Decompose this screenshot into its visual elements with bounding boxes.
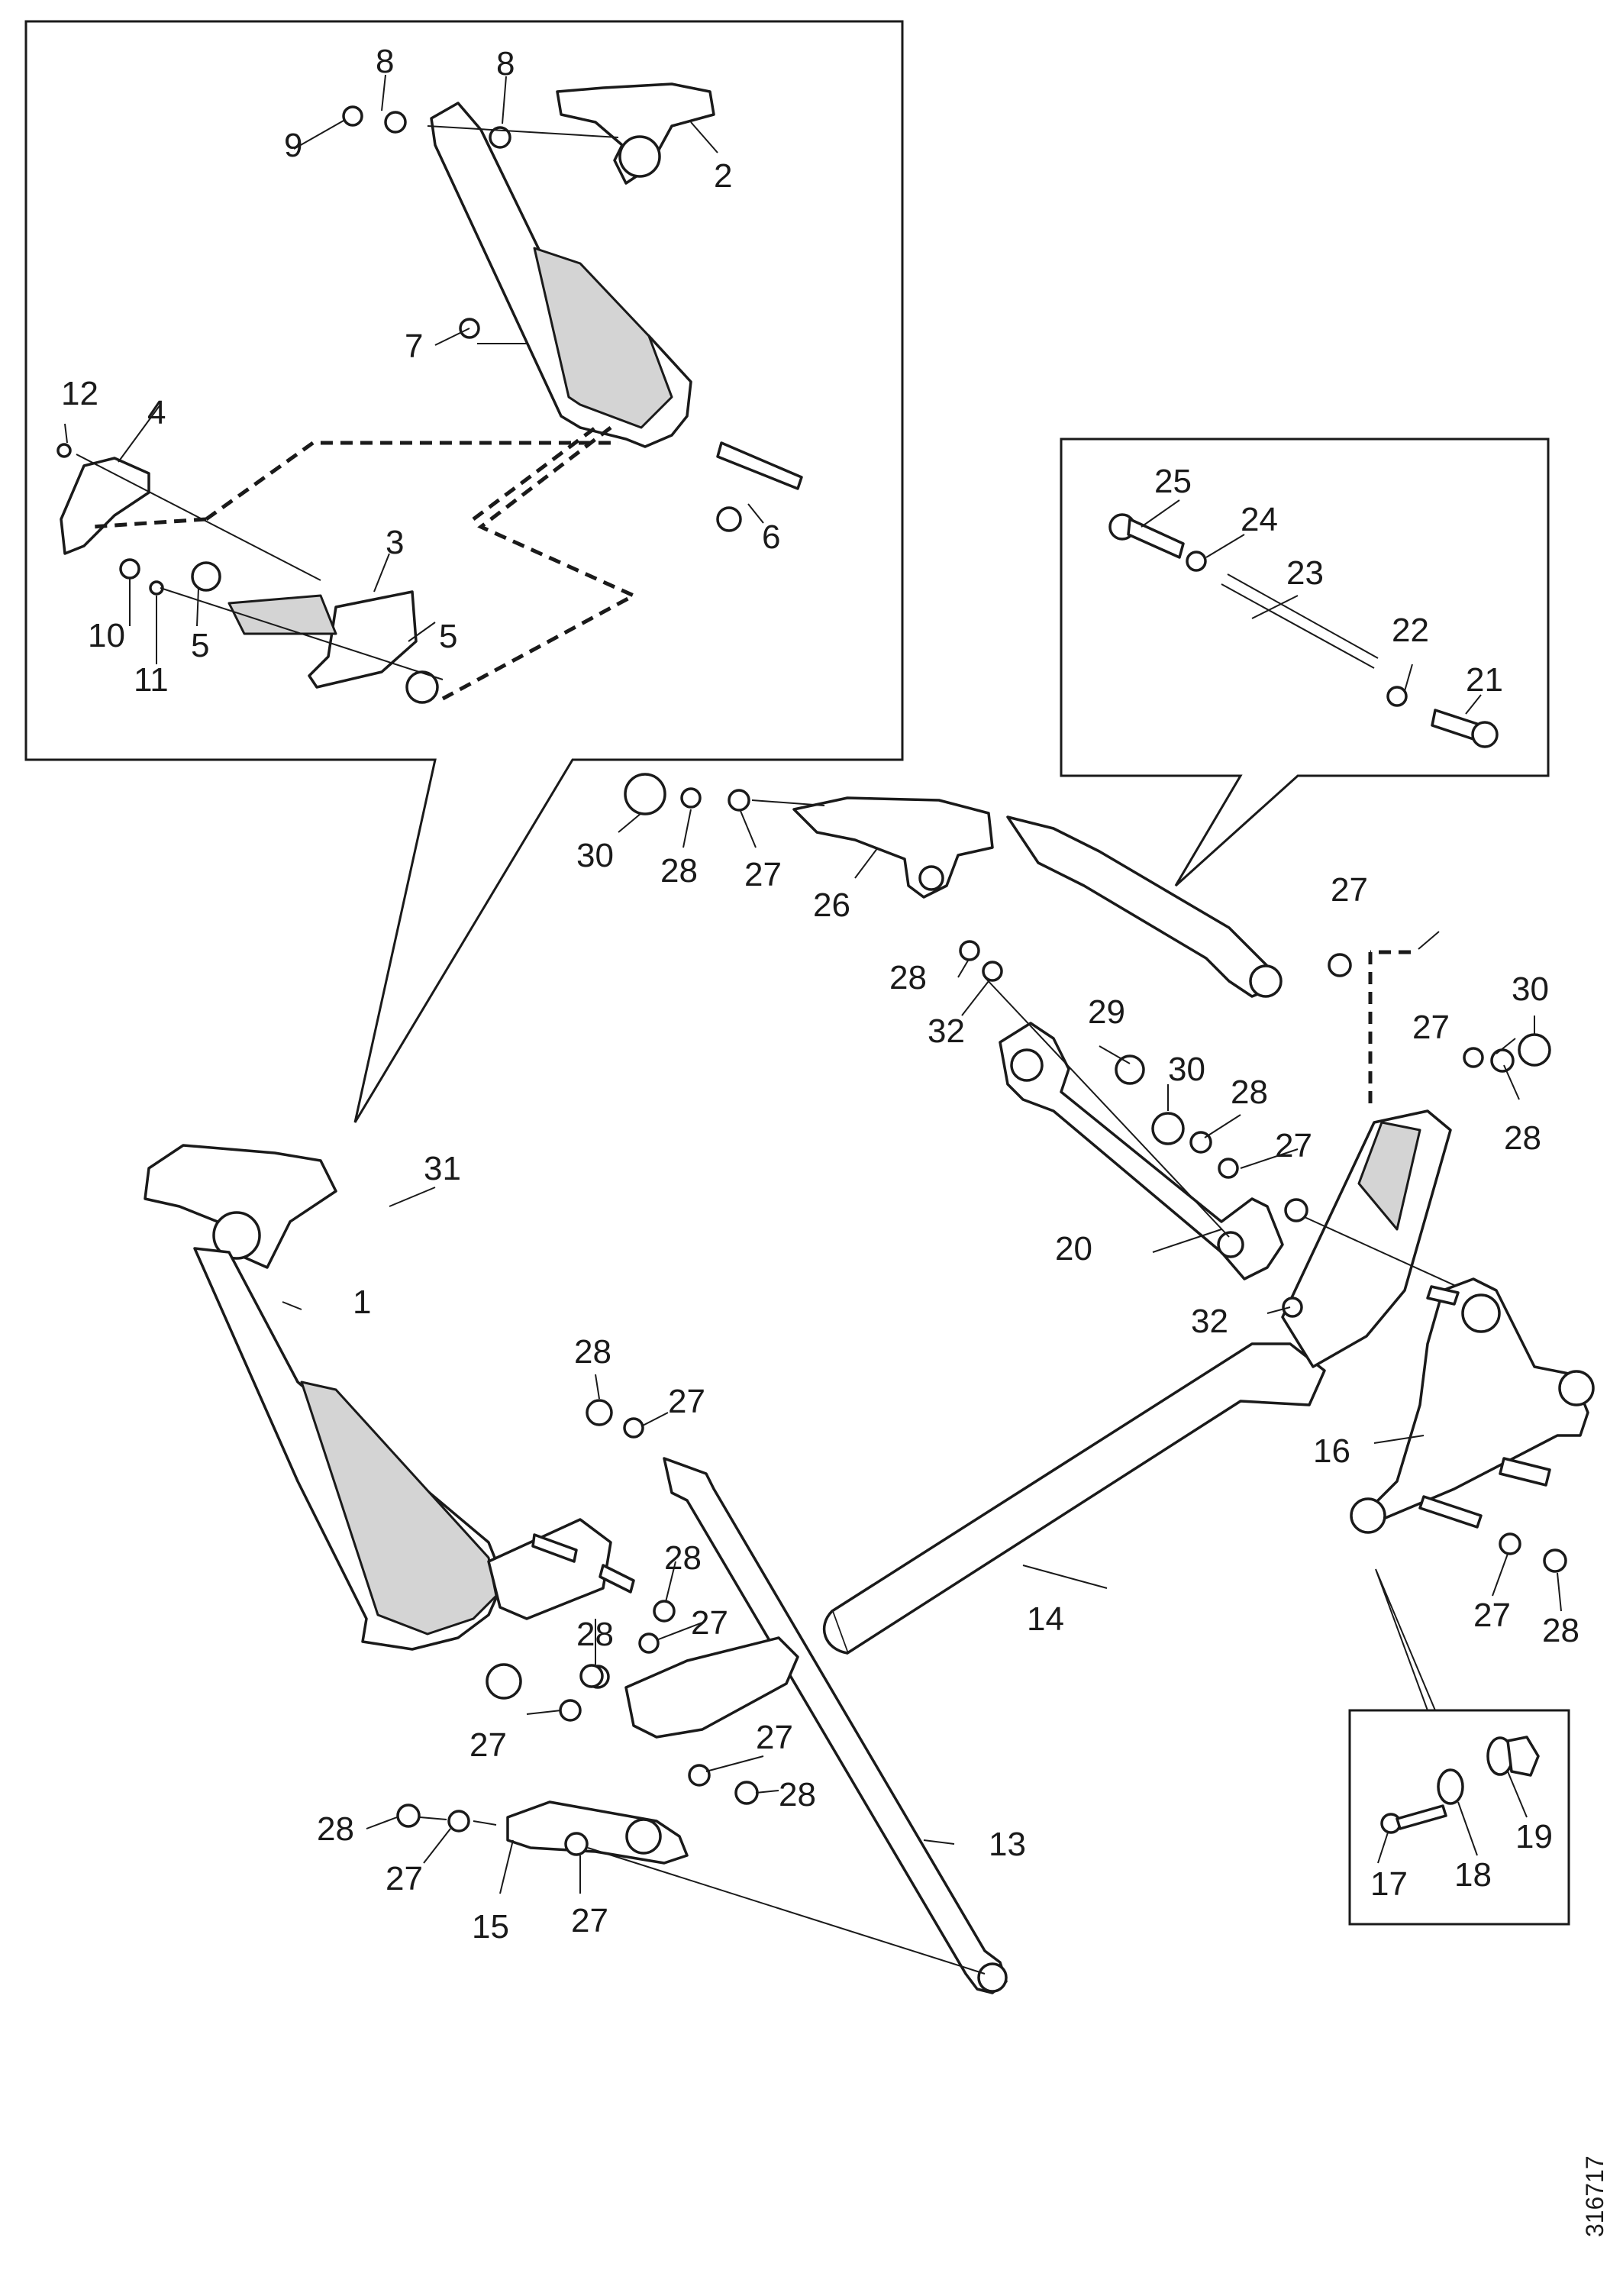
callout-4: 4 xyxy=(147,394,166,431)
callout-30-arm: 30 xyxy=(1168,1051,1205,1088)
callout-27-right-bottom: 27 xyxy=(1473,1597,1511,1634)
callout-20: 20 xyxy=(1055,1230,1092,1267)
callout-28-pedal: 28 xyxy=(576,1616,614,1653)
callout-11: 11 xyxy=(134,661,169,699)
callout-26: 26 xyxy=(813,886,850,924)
callout-32-top: 32 xyxy=(928,1012,965,1050)
callout-27-pedal: 27 xyxy=(469,1726,507,1764)
callout-25: 25 xyxy=(1154,463,1192,500)
callout-8-right: 8 xyxy=(496,45,515,82)
link-rod-13 xyxy=(586,1399,1008,1994)
bracket-16 xyxy=(1350,1277,1595,1573)
callout-8-left: 8 xyxy=(376,43,394,80)
link-detail-parts xyxy=(1108,513,1499,748)
detail-callout-pedal-assembly xyxy=(24,20,904,1123)
callout-30-top: 30 xyxy=(576,837,614,874)
callout-28-arm: 28 xyxy=(889,959,927,996)
cross-shaft-14 xyxy=(823,950,1551,1655)
callout-12: 12 xyxy=(61,375,98,412)
callout-1: 1 xyxy=(353,1284,371,1321)
callout-13: 13 xyxy=(989,1826,1026,1863)
callout-5-right: 5 xyxy=(439,618,457,655)
callout-21: 21 xyxy=(1466,661,1503,699)
detail-callout-adjustable-link xyxy=(1060,438,1550,887)
callout-10: 10 xyxy=(88,617,125,654)
pedal-detail-parts xyxy=(56,82,803,704)
callout-22: 22 xyxy=(1392,612,1429,649)
callout-28-right-bottom: 28 xyxy=(1542,1612,1579,1649)
bracket-15 xyxy=(396,1600,986,1975)
callout-7: 7 xyxy=(405,328,423,365)
callout-28-left: 28 xyxy=(317,1810,354,1848)
callout-28-bracket: 28 xyxy=(779,1776,816,1813)
callout-15: 15 xyxy=(472,1908,509,1946)
callout-28-right: 28 xyxy=(1231,1074,1268,1111)
callout-labels: 1 2 3 4 5 5 6 7 8 8 9 10 11 12 13 14 15 … xyxy=(61,43,1579,1946)
arm-20 xyxy=(959,940,1467,1318)
callout-18: 18 xyxy=(1454,1856,1492,1894)
callout-19: 19 xyxy=(1515,1818,1553,1855)
main-pedal-assembly xyxy=(144,1144,635,1700)
callout-9: 9 xyxy=(284,127,302,164)
callout-29: 29 xyxy=(1088,993,1125,1031)
callout-27-mid: 27 xyxy=(668,1383,705,1420)
callout-27-right-top: 27 xyxy=(1412,1009,1450,1046)
callout-2: 2 xyxy=(714,157,732,195)
callout-27-bracket: 27 xyxy=(756,1719,793,1756)
callout-28-top: 28 xyxy=(660,852,698,890)
callout-27-top: 27 xyxy=(744,856,782,893)
callout-27-bottom: 27 xyxy=(571,1902,608,1939)
leader-lines xyxy=(64,74,1562,1894)
callout-17: 17 xyxy=(1370,1865,1408,1903)
drawing-reference-number: 316717 xyxy=(1581,2156,1608,2237)
callout-30-right: 30 xyxy=(1512,970,1549,1008)
callout-3: 3 xyxy=(386,524,404,561)
callout-28-center: 28 xyxy=(664,1539,702,1577)
callout-5-left: 5 xyxy=(191,627,209,664)
callout-31: 31 xyxy=(424,1150,461,1187)
callout-28-right-top: 28 xyxy=(1504,1119,1541,1157)
callout-27-lower-mid: 27 xyxy=(691,1604,728,1642)
callout-14: 14 xyxy=(1027,1600,1064,1638)
callout-23: 23 xyxy=(1286,554,1324,592)
callout-6: 6 xyxy=(762,518,780,556)
callout-28-mid: 28 xyxy=(574,1333,611,1371)
callout-24: 24 xyxy=(1241,501,1278,538)
callout-16: 16 xyxy=(1313,1432,1350,1470)
bracket-26-and-link xyxy=(624,773,1283,998)
callout-27-left: 27 xyxy=(386,1860,423,1897)
callout-27-link: 27 xyxy=(1331,871,1368,909)
callout-32-lower: 32 xyxy=(1191,1303,1228,1340)
callout-27-arm: 27 xyxy=(1275,1127,1312,1164)
bushing-detail-parts xyxy=(1380,1736,1540,1834)
